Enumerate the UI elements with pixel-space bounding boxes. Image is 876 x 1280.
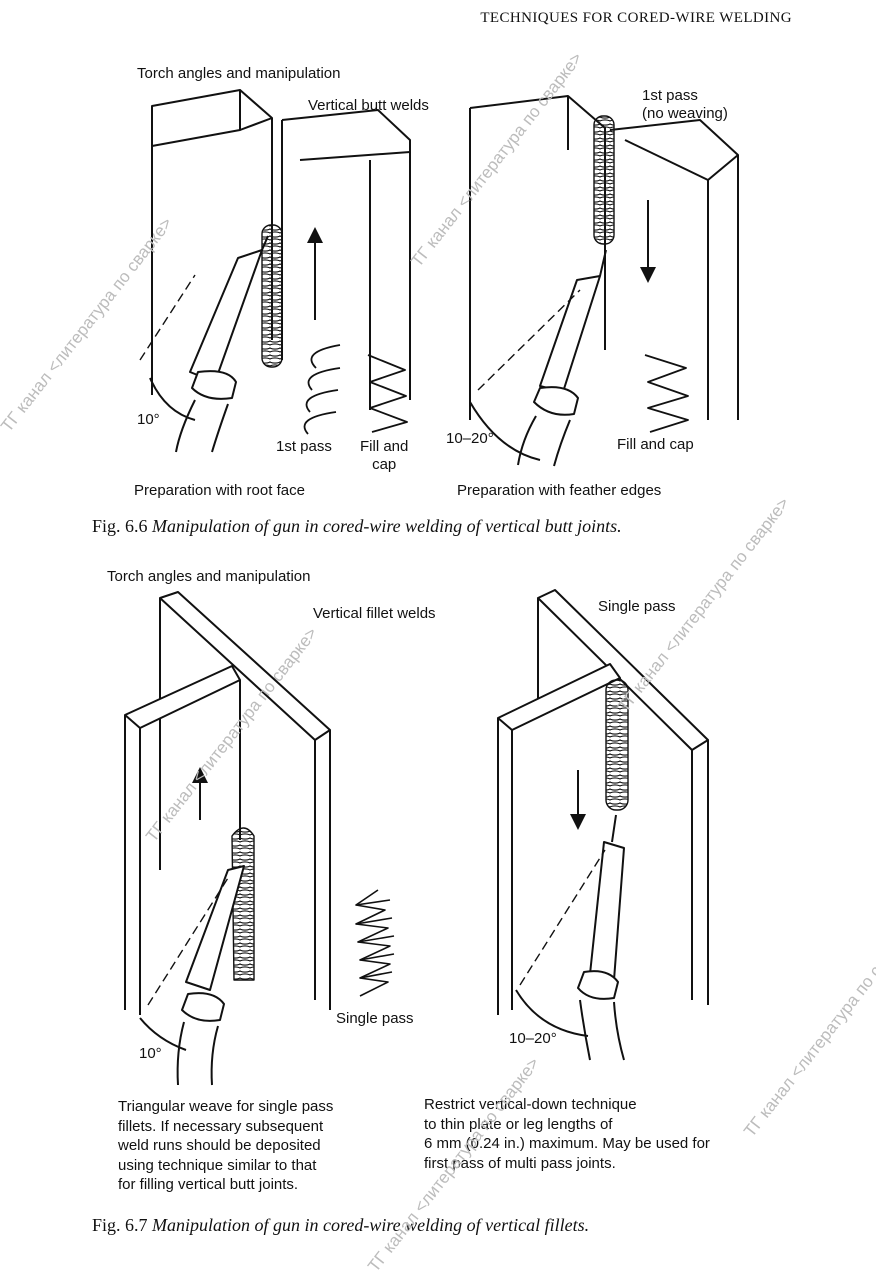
fig66-right-fill-label: Fill and cap: [617, 436, 694, 453]
fig66-heading: Torch angles and manipulation: [137, 65, 341, 82]
fig67-caption: Fig. 6.7 Manipulation of gun in cored-wi…: [92, 1215, 589, 1236]
fig67-caption-text: Manipulation of gun in cored-wire weldin…: [152, 1215, 590, 1235]
fig67-caption-number: Fig. 6.7: [92, 1215, 148, 1235]
crescent-weave-1st-pass: [303, 344, 341, 435]
fig67-left-angle-label: 10°: [139, 1045, 162, 1062]
fig67-heading: Torch angles and manipulation: [107, 568, 311, 585]
fillet-joint-triangular-weave-diagram: [124, 591, 331, 1086]
fig66-right-pass-label: 1st pass (no weaving): [642, 87, 728, 122]
fillet-joint-vertical-down-diagram: [497, 589, 709, 1061]
triangular-weave-pattern: [355, 889, 395, 997]
fig66-left-preparation: Preparation with root face: [134, 482, 305, 499]
fig66-right-preparation: Preparation with feather edges: [457, 482, 662, 499]
fig67-right-angle-label: 10–20°: [509, 1030, 557, 1047]
fig66-left-fill-label: Fill and cap: [360, 438, 409, 473]
fig66-caption: Fig. 6.6 Manipulation of gun in cored-wi…: [92, 516, 622, 537]
zigzag-weave-fill-cap-right: [644, 354, 689, 433]
fig67-subheading: Vertical fillet welds: [313, 605, 436, 622]
fig67-left-note: Triangular weave for single pass fillets…: [118, 1098, 334, 1193]
fig67-right-note: Restrict vertical-down technique to thin…: [424, 1096, 710, 1172]
butt-joint-feather-edge-diagram: [469, 95, 739, 467]
fig67-weave-label: Single pass: [336, 1010, 414, 1027]
fig66-left-pass-label: 1st pass: [276, 438, 332, 455]
butt-joint-root-face-diagram: [139, 89, 411, 453]
fig66-caption-text: Manipulation of gun in cored-wire weldin…: [152, 516, 622, 536]
fig66-left-angle-label: 10°: [137, 411, 160, 428]
zigzag-weave-fill-cap-left: [367, 354, 408, 433]
fig67-right-pass-label: Single pass: [598, 598, 676, 615]
fig66-subheading: Vertical butt welds: [308, 97, 429, 114]
fig66-right-angle-label: 10–20°: [446, 430, 494, 447]
fig66-caption-number: Fig. 6.6: [92, 516, 148, 536]
running-header: TECHNIQUES FOR CORED-WIRE WELDING: [480, 10, 792, 26]
